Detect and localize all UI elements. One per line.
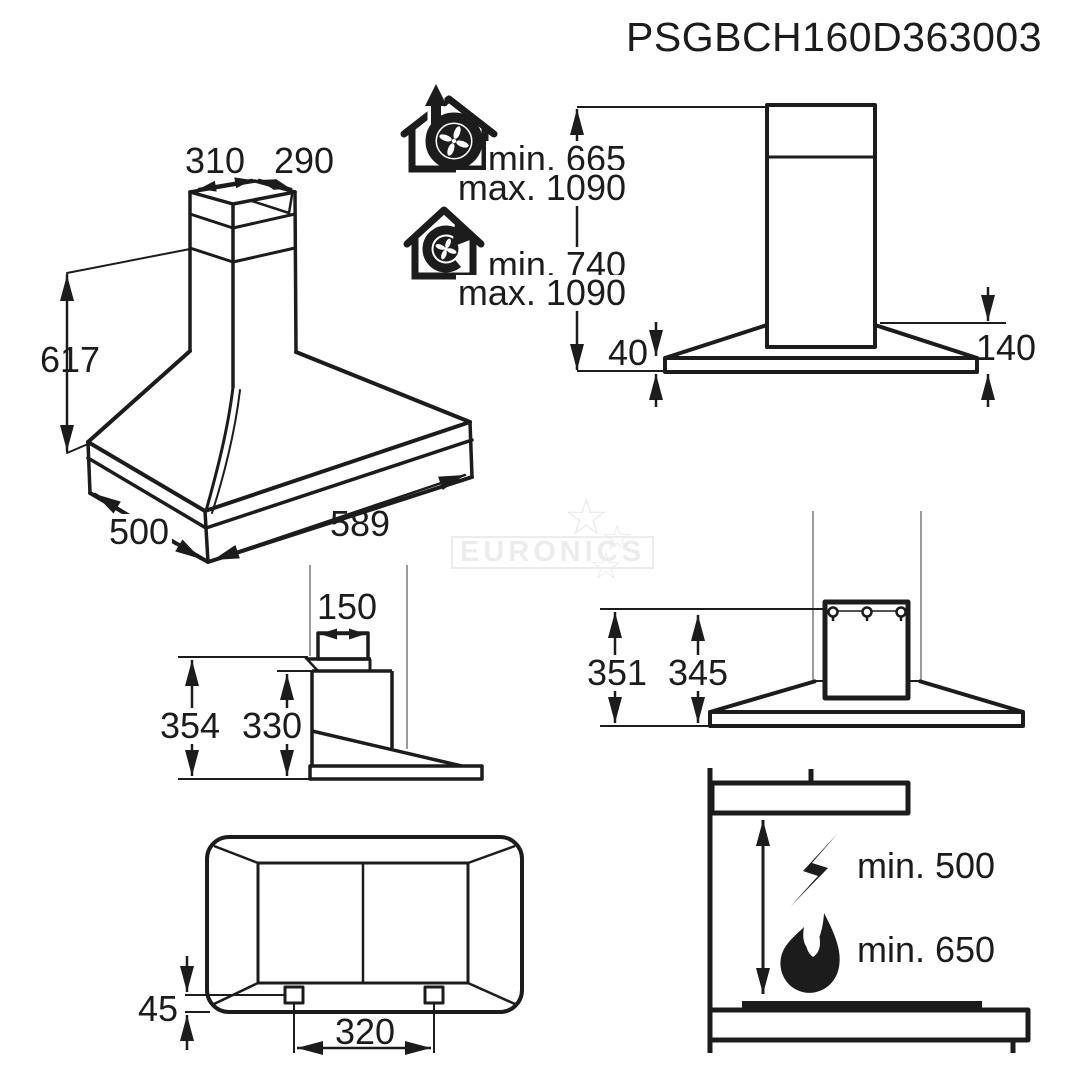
dim-base-rim-height: 40 [607, 332, 649, 373]
watermark-star-icon: ☆ [601, 517, 634, 558]
drawing-title: PSGBCH160D363003 [626, 14, 1042, 60]
dim-rear-overall-height: 351 [583, 655, 651, 691]
bracket-screw-holes [827, 606, 907, 621]
front-view-drawing [570, 103, 1006, 407]
flame-gas-hob-icon [780, 913, 840, 993]
dim-chimney-depth: 290 [273, 140, 335, 181]
fan-rotor-icon [435, 238, 457, 260]
clearance-electric-label: min. 500 [857, 845, 996, 886]
watermark: EURONICS [451, 536, 655, 569]
hood-bottom-bar [709, 780, 911, 816]
dim-hood-depth: 500 [105, 514, 173, 550]
perspective-view-drawing [60, 177, 474, 564]
dim-canopy-height: 140 [975, 327, 1037, 368]
dim-duct-depth: 150 [316, 586, 378, 627]
dim-total-height: 617 [39, 339, 101, 380]
dim-rear-bracket-height: 345 [664, 655, 732, 691]
rear-view-drawing [600, 511, 1025, 728]
house-exhaust-fan-icon [400, 84, 498, 173]
watermark-star-icon: ☆ [589, 546, 624, 588]
lightning-electric-hob-icon [790, 833, 838, 907]
worktop [707, 1007, 1031, 1043]
fixing-point [423, 985, 445, 1005]
house-recirculation-fan-icon [403, 206, 485, 280]
exhaust-max-height: max. 1090 [455, 167, 628, 208]
bottom-view-drawing [180, 835, 524, 1055]
clearance-diagram [707, 768, 1031, 1053]
dim-fixing-distance: 320 [334, 1011, 396, 1052]
clearance-gas-label: min. 650 [857, 929, 996, 970]
side-view-drawing [178, 565, 484, 781]
dim-hood-width: 589 [329, 503, 391, 544]
rotate-arrow-icon [452, 224, 475, 247]
recirculation-max-height: max. 1090 [455, 272, 628, 313]
dim-side-body-height: 330 [238, 708, 306, 744]
cooktop-surface [742, 1001, 982, 1010]
dim-side-total-height: 354 [156, 708, 224, 744]
fan-rotor-icon [439, 126, 469, 156]
watermark-star-icon: ☆ [563, 489, 610, 547]
fixing-point [283, 985, 305, 1005]
up-arrow-icon [425, 84, 447, 106]
dim-chimney-width: 310 [184, 140, 246, 181]
dim-fixing-edge-offset: 45 [137, 988, 179, 1029]
